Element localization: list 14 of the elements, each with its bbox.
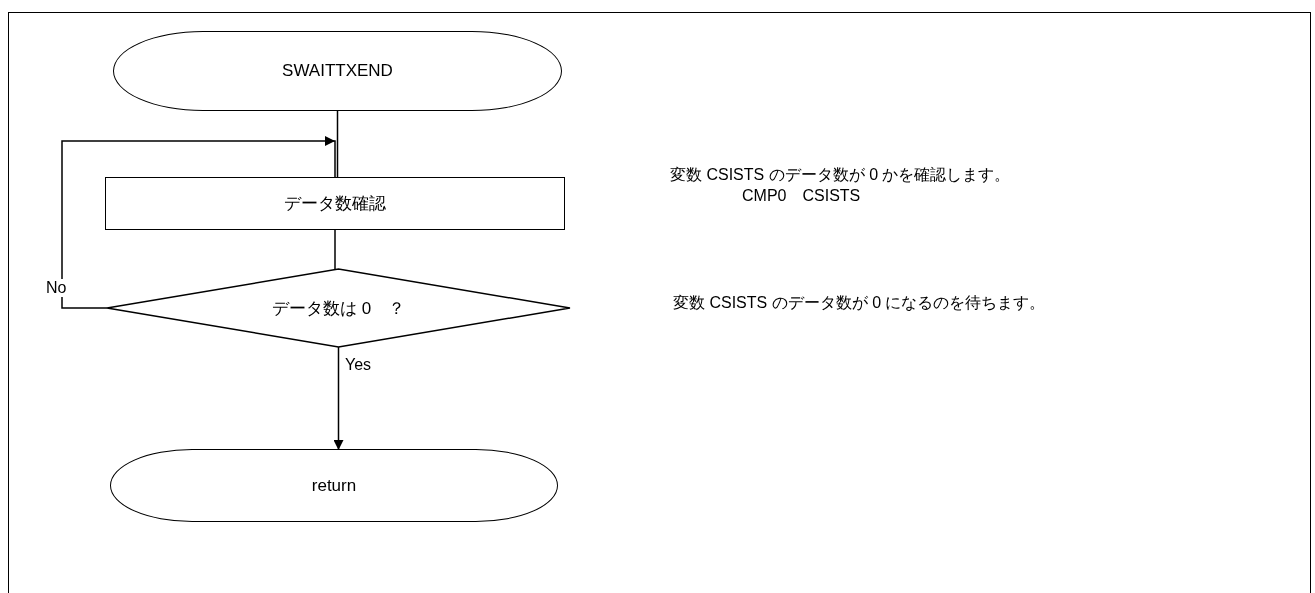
note-text: CMP0 CSISTS	[742, 186, 861, 206]
decision-diamond	[107, 269, 570, 347]
note-text: 変数 CSISTS のデータ数が 0 になるのを待ちます。	[673, 293, 1046, 313]
connector-line	[336, 110, 339, 178]
connector-line	[61, 136, 336, 309]
edge-label: No	[46, 279, 67, 297]
connector-line	[334, 229, 336, 270]
node-text: return	[311, 475, 357, 496]
connector-line	[333, 346, 344, 450]
process-box	[105, 177, 565, 230]
node-text: SWAITTXEND	[282, 61, 393, 81]
note-text: 変数 CSISTS のデータ数が 0 かを確認します。	[670, 165, 1011, 185]
node-text: データ数確認	[284, 193, 386, 215]
node-text: データ数は 0 ？	[271, 297, 406, 320]
